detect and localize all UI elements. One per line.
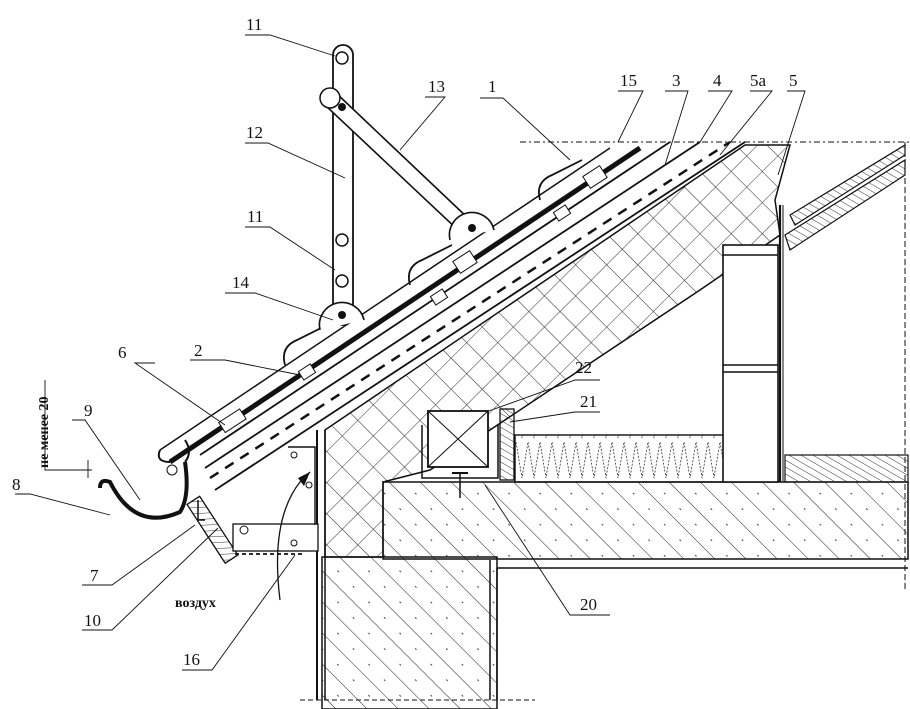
label-22: 22 (575, 358, 592, 377)
eave-elements (186, 446, 319, 601)
label-10: 10 (84, 611, 101, 630)
label-4: 4 (713, 71, 722, 90)
label-12: 12 (246, 123, 263, 142)
bolt-11 (335, 274, 349, 288)
bolt-11 (335, 51, 349, 65)
snow-guard (318, 44, 495, 331)
label-9: 9 (84, 401, 93, 420)
label-15: 15 (620, 71, 637, 90)
leader-lines (15, 34, 806, 671)
label-16: 16 (183, 650, 200, 669)
label-11-bottom: 11 (247, 207, 263, 226)
battens (452, 164, 608, 275)
label-11-top: 11 (246, 15, 262, 34)
roof-tiles (157, 145, 642, 465)
label-2: 2 (194, 341, 203, 360)
interior-partition (722, 142, 909, 590)
min-dimension-label: не менее 20 (37, 396, 52, 468)
label-13: 13 (428, 77, 445, 96)
label-1: 1 (488, 77, 497, 96)
label-14: 14 (232, 273, 250, 292)
label-8: 8 (12, 475, 21, 494)
bracket-21 (499, 408, 515, 481)
label-20: 20 (580, 595, 597, 614)
gutter (98, 439, 190, 520)
air-label: воздух (175, 596, 216, 611)
airflow-arrow (276, 471, 311, 601)
label-7: 7 (90, 566, 99, 585)
labels: 11 12 11 14 13 1 15 3 4 5a 5 2 6 9 8 7 1… (12, 15, 798, 669)
label-5a: 5a (750, 71, 767, 90)
floor-insulation (514, 434, 726, 483)
label-3: 3 (672, 71, 681, 90)
label-21: 21 (580, 392, 597, 411)
mauerlat (421, 408, 515, 498)
label-5: 5 (789, 71, 798, 90)
label-6: 6 (118, 343, 127, 362)
